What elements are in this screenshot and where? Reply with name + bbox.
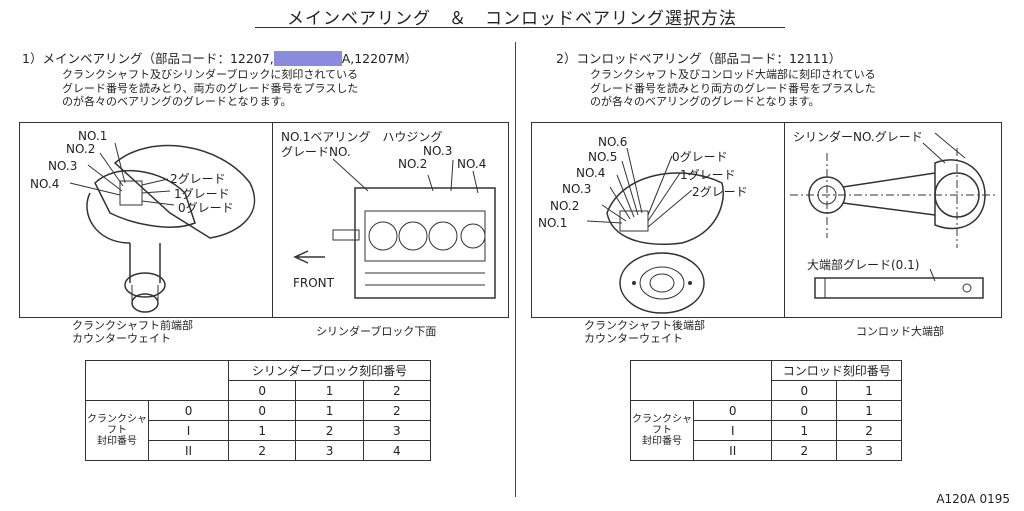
- crank-label-no1: NO.1: [78, 129, 108, 143]
- table-cell: 0: [228, 400, 297, 421]
- table-corner: [629, 360, 773, 401]
- main-bearing-heading-suffix: A,12207M）: [341, 51, 418, 66]
- desc-line: クランクシャフト及びシリンダーブロックに刻印されている: [62, 68, 359, 81]
- table-cell: 0: [771, 400, 838, 421]
- desc-line: グレード番号を読みとり、両方のグレード番号をプラスした: [62, 81, 359, 95]
- rear-crank-label-no3: NO.3: [562, 182, 592, 196]
- table-cell: 3: [295, 440, 364, 461]
- col-value: 2: [362, 380, 432, 401]
- row-value: II: [692, 440, 773, 461]
- grade-label-2: 2グレード: [170, 172, 226, 186]
- crankshaft-front-figure: NO.1 NO.2 NO.3 NO.4 2グレード 1グレード 0グレード: [19, 122, 274, 318]
- figure-code: A120A 0195: [936, 492, 1010, 506]
- table-row-header: クランクシャフト 封印番号: [85, 400, 149, 461]
- caption-conrod-big-end: コンロッド大端部: [856, 325, 944, 338]
- page-title: メインベアリング ＆ コンロッドベアリング選択方法: [287, 9, 737, 29]
- caption-line: クランクシャフト前端部: [72, 319, 193, 332]
- cylinder-block-illustration: [293, 158, 496, 299]
- grade-label-0: 0グレード: [178, 201, 234, 215]
- big-end-grade-label: 大端部グレード(0.1): [807, 258, 920, 272]
- block-label-no2: NO.2: [398, 157, 428, 171]
- desc-line: のが各々のベアリングのグレードとなります。: [62, 95, 292, 108]
- conrod-bearing-description: クランクシャフト及びコンロッド大端部に刻印されている グレード番号を読みとり両方…: [590, 68, 876, 109]
- crank-label-no4: NO.4: [30, 177, 60, 191]
- main-bearing-table: シリンダーブロック刻印番号 0 1 2 クランクシャフト 封印番号 0 0 1 …: [84, 360, 432, 461]
- housing-label: NO.1ベアリング ハウジング: [281, 130, 443, 144]
- cylinder-grade-label: シリンダーNO.グレード: [793, 130, 923, 144]
- grade-label-1: 1グレード: [174, 187, 230, 201]
- table-col-header: コンロッド刻印番号: [771, 360, 902, 381]
- table-cell: 3: [836, 440, 902, 461]
- front-label: FRONT: [293, 276, 334, 290]
- rear-crank-label-no6: NO.6: [598, 135, 628, 149]
- desc-line: グレード番号を読みとり両方のグレード番号をプラスした: [590, 81, 876, 95]
- rear-grade-label-1: 1グレード: [680, 168, 736, 182]
- block-label-no3: NO.3: [423, 144, 453, 158]
- col-value: 0: [771, 380, 838, 401]
- table-cell: 2: [228, 440, 297, 461]
- crank-label-no2: NO.2: [66, 142, 96, 156]
- row-header-part: クランクシャフト: [87, 414, 147, 436]
- conrod-bearing-heading: 2）コンロッドベアリング（部品コード：12111）: [556, 51, 842, 66]
- title-underline: [255, 27, 785, 28]
- conrod-illustration: [790, 132, 997, 299]
- col-value: 0: [228, 380, 297, 401]
- table-cell: 1: [836, 400, 902, 421]
- caption-line: クランクシャフト後端部: [584, 319, 705, 332]
- conrod-big-end-figure: シリンダーNO.グレード 大端部グレード(0.1): [784, 122, 1002, 318]
- table-col-header: シリンダーブロック刻印番号: [228, 360, 431, 381]
- housing-grade-label: グレードNO.: [281, 145, 351, 159]
- table-cell: 2: [362, 400, 432, 421]
- table-cell: 1: [228, 420, 297, 441]
- row-value: 0: [692, 400, 773, 421]
- caption-line: カウンターウェイト: [584, 331, 683, 345]
- crankshaft-rear-illustration: [586, 147, 724, 314]
- table-row-header: クランクシャフト 封印番号: [630, 400, 694, 461]
- rear-grade-label-0: 0グレード: [672, 150, 728, 164]
- rear-crank-label-no4: NO.4: [576, 166, 606, 180]
- row-value: 0: [147, 400, 230, 421]
- caption-crank-rear: クランクシャフト後端部 カウンターウェイト: [584, 319, 705, 345]
- crank-label-no3: NO.3: [48, 159, 78, 173]
- rear-crank-label-no1: NO.1: [538, 216, 568, 230]
- main-bearing-heading: 1）メインベアリング（部品コード：12207, A,12207M）: [22, 48, 417, 67]
- rear-grade-label-2: 2グレード: [692, 185, 748, 199]
- caption-crank-front: クランクシャフト前端部 カウンターウェイト: [72, 319, 193, 345]
- row-header-part: クランクシャフト: [632, 414, 692, 436]
- row-header-part: 封印番号: [642, 436, 682, 447]
- table-cell: 2: [771, 440, 838, 461]
- row-header-part: 封印番号: [97, 436, 137, 447]
- table-corner: [84, 360, 230, 401]
- conrod-bearing-table: コンロッド刻印番号 0 1 クランクシャフト 封印番号 0 0 1 I 1 2 …: [629, 360, 902, 461]
- table-cell: 3: [362, 420, 432, 441]
- rear-crank-label-no5: NO.5: [588, 150, 618, 164]
- caption-line: カウンターウェイト: [72, 331, 171, 345]
- col-value: 1: [836, 380, 902, 401]
- section-divider: [515, 42, 516, 497]
- crankshaft-rear-figure: NO.6 NO.5 NO.4 NO.3 NO.2 NO.1 0グレード 1グレー…: [531, 122, 786, 318]
- desc-line: クランクシャフト及びコンロッド大端部に刻印されている: [590, 68, 876, 81]
- caption-block-underside: シリンダーブロック下面: [316, 325, 437, 338]
- row-value: I: [692, 420, 773, 441]
- table-cell: 1: [295, 400, 364, 421]
- crankshaft-front-illustration: [69, 142, 256, 313]
- main-bearing-heading-prefix: 1）メインベアリング（部品コード：12207,: [22, 51, 274, 66]
- desc-line: のが各々のベアリングのグレードとなります。: [590, 95, 820, 108]
- cylinder-block-figure: NO.1ベアリング ハウジング グレードNO. NO.3 NO.2 NO.4 F…: [272, 122, 509, 318]
- table-cell: 2: [836, 420, 902, 441]
- table-cell: 4: [362, 440, 432, 461]
- block-label-no4: NO.4: [457, 157, 487, 171]
- redacted-highlight: [273, 51, 342, 66]
- row-value: II: [147, 440, 230, 461]
- table-cell: 2: [295, 420, 364, 441]
- col-value: 1: [295, 380, 364, 401]
- main-bearing-description: クランクシャフト及びシリンダーブロックに刻印されている グレード番号を読みとり、…: [62, 68, 358, 109]
- row-value: I: [147, 420, 230, 441]
- table-cell: 1: [771, 420, 838, 441]
- rear-crank-label-no2: NO.2: [550, 199, 580, 213]
